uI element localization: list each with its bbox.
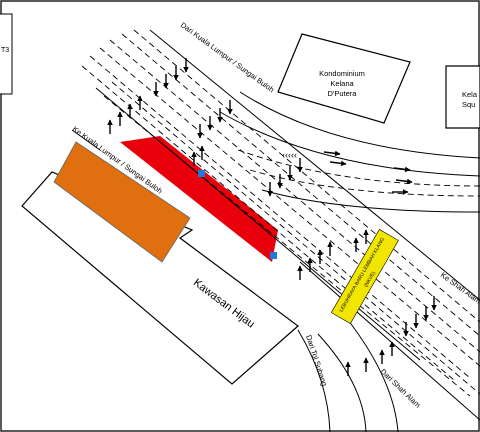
ramp-lanes xyxy=(237,149,480,197)
ramp-arrows xyxy=(323,150,413,195)
red-platform xyxy=(120,136,278,262)
chevron-marks: ‹‹‹‹‹ xyxy=(282,150,297,160)
kondo-line-2: Kelana xyxy=(330,79,354,88)
legend-box-label: T3 xyxy=(1,47,9,54)
ramp-edges xyxy=(219,91,480,213)
kondo-line-3: D'Putera xyxy=(328,89,358,98)
legend-box: T3 xyxy=(0,13,13,95)
marker-icon[interactable] xyxy=(270,252,277,259)
traffic-arrows-northbound xyxy=(107,95,395,376)
kondominium-building: Kondominium Kelana D'Putera xyxy=(277,33,411,124)
orange-building xyxy=(53,141,191,263)
shah-alam-to-label: Ke Shah Alam xyxy=(439,270,480,305)
top-road-label: Dari Kuala Lumpur / Sungai Buloh xyxy=(179,20,276,94)
shah-alam-from-label: Dari Shah Alam xyxy=(379,367,423,410)
kelana-square-building: Kela Squ xyxy=(445,65,480,129)
traffic-arrows-southbound xyxy=(153,58,437,337)
kondo-line-1: Kondominium xyxy=(319,69,365,78)
kelana-line-2: Squ xyxy=(462,100,475,109)
kelana-line-1: Kela xyxy=(462,90,478,99)
main-road-edges xyxy=(71,29,480,421)
tol-subang-road xyxy=(297,319,399,432)
kawasan-hijau-area: Kawasan Hijau xyxy=(21,171,299,385)
marker-icon[interactable] xyxy=(198,170,205,177)
